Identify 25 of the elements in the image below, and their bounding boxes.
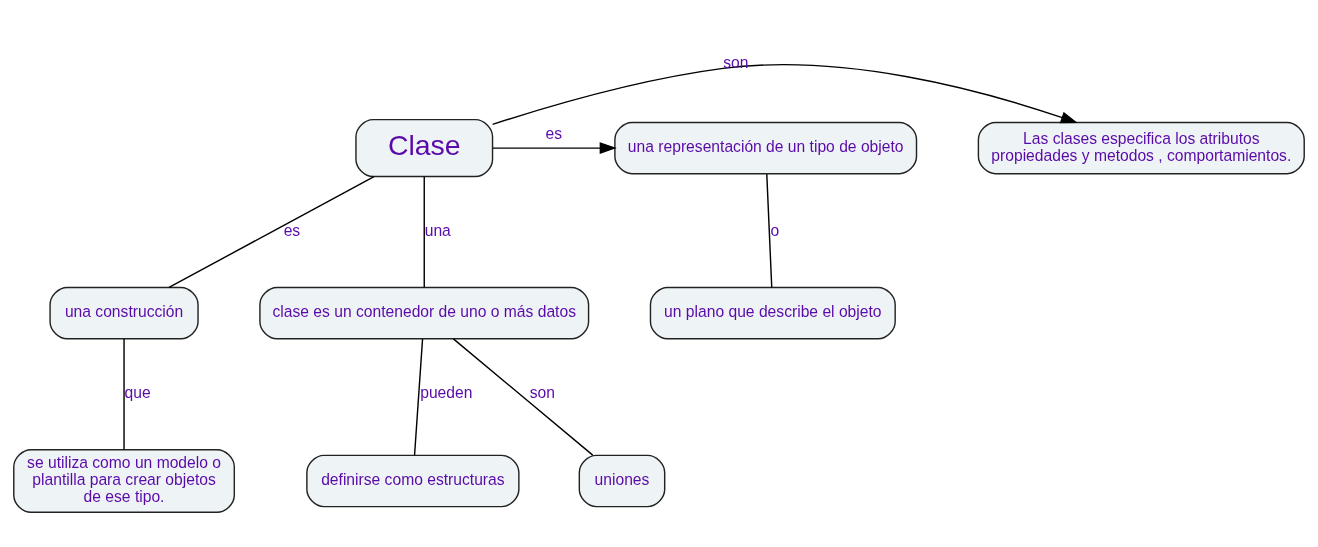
arrow (491, 63, 1078, 125)
edge-label: es (545, 124, 562, 142)
connector (766, 172, 773, 288)
connector (168, 175, 375, 288)
node-box: se utiliza como un modelo o plantilla para crear objetos de ese tipo. (13, 448, 235, 513)
arrow (492, 141, 617, 154)
edge-label: son (529, 383, 555, 401)
edge-label: o (770, 221, 780, 239)
node-box: definirse como estructuras (306, 454, 520, 507)
node-box: una representación de un tipo de objeto (614, 121, 918, 174)
node-box: una construcción (49, 286, 199, 339)
edge-label: es (283, 221, 301, 239)
edge-label: pueden (420, 383, 473, 401)
node-box: un plano que describe el objeto (649, 286, 896, 339)
connector (413, 337, 424, 456)
node-box: Las clases especifica los atributos propiedades y metodos , comportamientos. (977, 121, 1305, 174)
node-box: clase es un contenedor de uno o más datos (259, 286, 590, 339)
connector (123, 337, 125, 450)
edge-label: que (124, 383, 151, 401)
connector (452, 337, 594, 456)
node-box: uniones (578, 454, 666, 507)
edge-label: una (424, 221, 451, 239)
node-box: Clase (355, 118, 494, 177)
connector (423, 175, 425, 288)
edge-label: son (723, 53, 749, 71)
